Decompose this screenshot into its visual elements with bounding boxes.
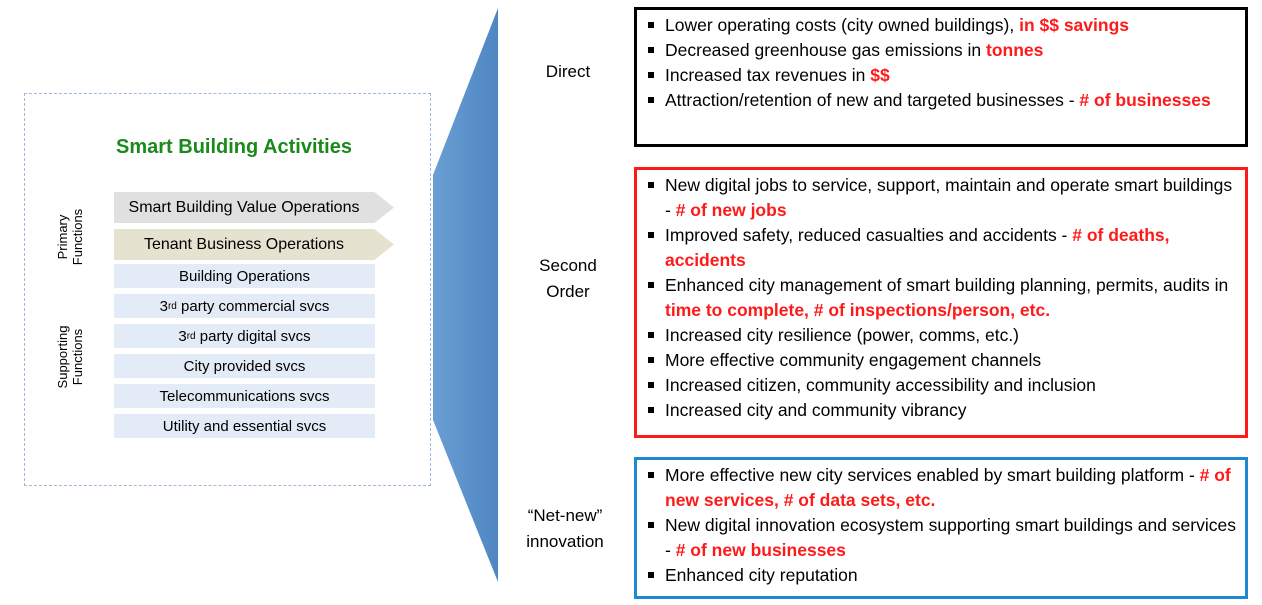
direct-impacts-box: Lower operating costs (city owned buildi… [634, 7, 1248, 147]
item-text: Utility and essential svcs [162, 417, 327, 435]
item-text: party digital svcs [195, 327, 311, 345]
impact-text: Enhanced city management of smart buildi… [665, 275, 1229, 295]
impact-item: Increased tax revenues in $$ [648, 63, 1237, 88]
impact-text: Decreased greenhouse gas emissions in [665, 40, 987, 60]
impact-item: Enhanced city management of smart buildi… [648, 273, 1237, 323]
impact-text: Increased tax revenues in [665, 65, 871, 85]
impact-item: Lower operating costs (city owned buildi… [648, 13, 1237, 38]
impact-metric: # of deaths, accidents [665, 225, 1170, 270]
impact-text: Improved safety, reduced casualties and … [665, 225, 1073, 245]
impact-metric: in $$ savings [1019, 15, 1129, 35]
impact-metric: # of new services, # of data sets, etc. [665, 465, 1231, 510]
item-superscript: rd [167, 300, 177, 312]
item-text: City provided svcs [183, 357, 306, 375]
item-prefix: 3 [178, 327, 187, 345]
supporting-item: Building Operations [114, 264, 375, 288]
item-text: Building Operations [179, 267, 310, 285]
supporting-item: Telecommunications svcs [114, 384, 375, 408]
impact-text: Lower operating costs (city owned buildi… [665, 15, 1020, 35]
panel-title: Smart Building Activities [116, 136, 352, 158]
supporting-item: City provided svcs [114, 354, 375, 378]
impact-item: More effective community engagement chan… [648, 348, 1237, 373]
impact-metric: $$ [870, 65, 890, 85]
impact-item: Increased citizen, community accessibili… [648, 373, 1237, 398]
impact-item: New digital innovation ecosystem support… [648, 513, 1237, 563]
item-prefix: 3 [159, 297, 168, 315]
category-label-direct: Direct [545, 62, 591, 81]
impact-text: Increased city resilience (power, comms,… [665, 325, 1020, 345]
impact-text: Attraction/retention of new and targeted… [665, 90, 1080, 110]
impact-item: Increased city resilience (power, comms,… [648, 323, 1237, 348]
item-text: party commercial svcs [176, 297, 330, 315]
net-new-impacts-box: More effective new city services enabled… [634, 457, 1248, 599]
second-order-impacts-box: New digital jobs to service, support, ma… [634, 167, 1248, 438]
impact-item: New digital jobs to service, support, ma… [648, 173, 1237, 223]
impact-item: Enhanced city reputation [648, 563, 1237, 588]
impact-text: Increased citizen, community accessibili… [665, 375, 1096, 395]
impact-item: Improved safety, reduced casualties and … [648, 223, 1237, 273]
impact-text: More effective community engagement chan… [665, 350, 1042, 370]
smart-building-activities-frame [24, 93, 431, 486]
impact-metric: # of new businesses [675, 540, 846, 560]
category-label-second-order: Second Order [539, 256, 597, 301]
impact-metric: # of new jobs [675, 200, 787, 220]
impact-metric: time to complete, # of inspections/perso… [665, 300, 1051, 320]
category-label-net-new: “Net-new” innovation [526, 506, 604, 551]
impact-text: More effective new city services enabled… [665, 465, 1200, 485]
impact-item: Decreased greenhouse gas emissions in to… [648, 38, 1237, 63]
item-superscript: rd [186, 330, 196, 342]
impact-item: More effective new city services enabled… [648, 463, 1237, 513]
funnel-polygon [433, 8, 498, 582]
impact-metric: tonnes [986, 40, 1044, 60]
impact-item: Attraction/retention of new and targeted… [648, 88, 1237, 113]
impact-text: New digital jobs to service, support, ma… [665, 175, 1233, 220]
impact-text: New digital innovation ecosystem support… [665, 515, 1236, 560]
impact-text: Enhanced city reputation [665, 565, 858, 585]
primary-item-tenant-business-operations: Tenant Business Operations [114, 229, 394, 260]
primary-item-smart-building-value-operations: Smart Building Value Operations [114, 192, 394, 223]
impact-text: Increased city and community vibrancy [665, 400, 967, 420]
supporting-item: Utility and essential svcs [114, 414, 375, 438]
item-text: Telecommunications svcs [159, 387, 330, 405]
impact-item: Increased city and community vibrancy [648, 398, 1237, 423]
impact-metric: # of businesses [1079, 90, 1211, 110]
